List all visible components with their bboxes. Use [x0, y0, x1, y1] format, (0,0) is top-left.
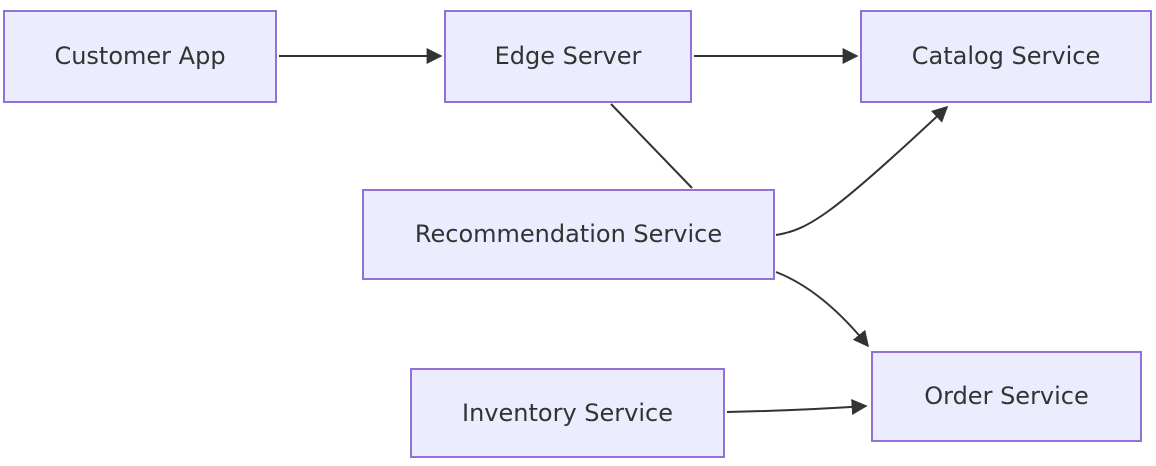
node-order-service: Order Service	[871, 351, 1142, 442]
edge-inventory-service-to-order-service	[726, 398, 868, 415]
edge-recommendation-service-to-catalog-service	[775, 105, 949, 236]
node-inventory-service: Inventory Service	[410, 368, 725, 458]
node-label: Customer App	[54, 42, 226, 71]
node-label: Edge Server	[494, 42, 642, 71]
edge-edge-server-to-recommendation-service	[610, 103, 693, 189]
node-label: Recommendation Service	[414, 220, 723, 249]
node-label: Catalog Service	[911, 42, 1101, 71]
edge-recommendation-service-to-order-service	[775, 271, 870, 348]
node-recommendation-service: Recommendation Service	[362, 189, 775, 280]
node-edge-server: Edge Server	[444, 10, 692, 103]
node-customer-app: Customer App	[3, 10, 277, 103]
node-label: Inventory Service	[462, 398, 673, 427]
node-label: Order Service	[924, 382, 1089, 411]
node-catalog-service: Catalog Service	[860, 10, 1152, 103]
